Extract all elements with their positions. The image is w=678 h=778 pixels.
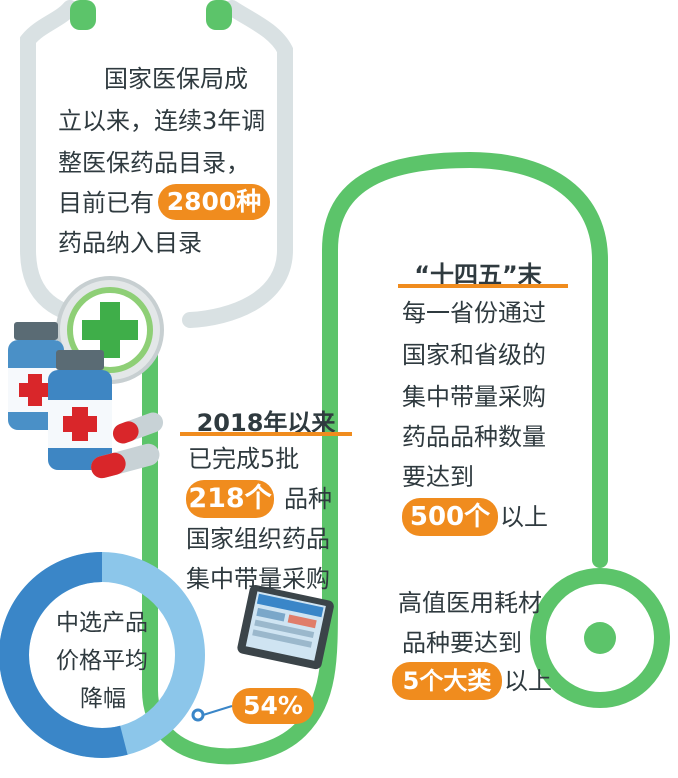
block2-line-3: 国家组织药品 <box>186 525 330 553</box>
stethoscope-tube <box>142 151 608 765</box>
tablet-device-icon <box>237 585 334 670</box>
block1-line-1: 国家医保局成 <box>104 65 248 93</box>
ring-text-line-3: 降幅 <box>80 686 126 712</box>
target-varieties-highlight: 500个 <box>402 498 498 536</box>
block2-after-highlight: 品种 <box>284 485 332 513</box>
block4-line-1: 高值医用耗材 <box>398 589 542 617</box>
earpiece-tip-left <box>70 0 96 30</box>
block1-line-4-prefix: 目前已有 <box>58 189 154 217</box>
block2-header-underline <box>180 432 352 436</box>
block3-suffix: 以上 <box>500 503 548 531</box>
ring-pointer-line <box>202 705 233 716</box>
block4-line-2: 品种要达到 <box>402 629 522 657</box>
medicine-bottle-icon <box>48 350 112 470</box>
block3-line-5: 要达到 <box>402 463 474 491</box>
batch-varieties-highlight: 218个 <box>186 480 274 518</box>
drug-count-highlight: 2800种 <box>158 184 270 220</box>
block3-header-underline <box>398 284 568 288</box>
ring-text-line-2: 价格平均 <box>56 648 148 674</box>
ring-pointer-dot <box>191 708 205 722</box>
block2-line-1: 已完成5批 <box>188 445 300 473</box>
block1-line-5: 药品纳入目录 <box>58 229 202 257</box>
ring-value-arc <box>0 552 128 758</box>
block2-line-4: 集中带量采购 <box>186 565 330 593</box>
block3-line-2: 国家和省级的 <box>402 341 546 369</box>
price-drop-ring <box>0 552 233 758</box>
block3-line-3: 集中带量采购 <box>402 383 546 411</box>
earpiece-tip-right <box>206 0 232 30</box>
consumables-highlight: 5个大类 <box>392 662 502 700</box>
price-drop-value: 54% <box>232 688 314 724</box>
capsule-icon <box>112 412 164 444</box>
block3-line-1: 每一省份通过 <box>402 299 546 327</box>
block1-line-2: 立以来，连续3年调 <box>58 107 266 135</box>
block1-line-3: 整医保药品目录， <box>58 149 250 177</box>
capsule-icon <box>91 443 160 479</box>
chest-piece <box>530 568 670 708</box>
block4-suffix: 以上 <box>504 667 552 695</box>
ring-text-line-1: 中选产品 <box>56 610 148 636</box>
block3-line-4: 药品品种数量 <box>402 423 546 451</box>
